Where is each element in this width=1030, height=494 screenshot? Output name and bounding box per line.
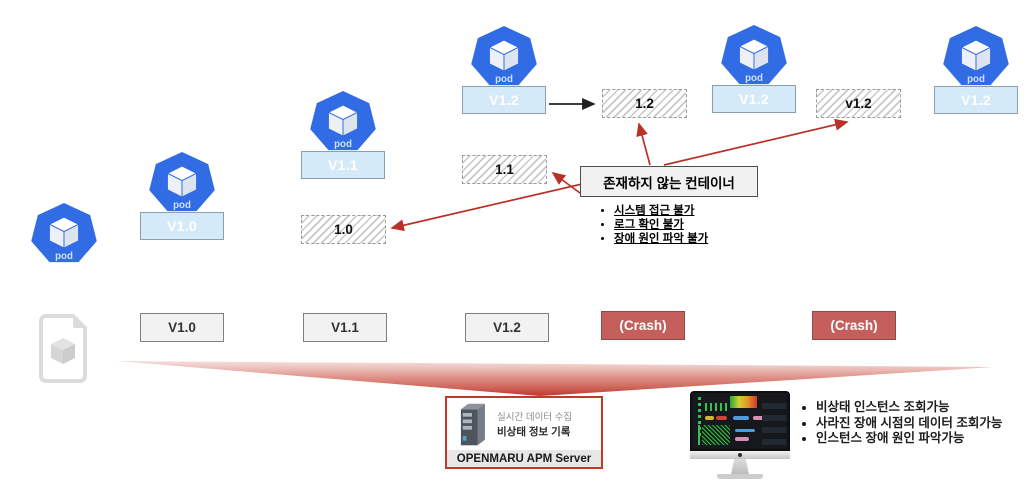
timeline-version-label: V1.1 xyxy=(331,320,359,335)
dashboard-green-dots xyxy=(698,397,701,439)
pod-6: pod V1.2 xyxy=(934,25,1018,114)
dashboard-yellow-pill xyxy=(705,416,714,420)
dashboard-red-pill xyxy=(716,416,727,420)
pod-icon-label: pod xyxy=(334,139,352,150)
callout-bullet-list: 시스템 접근 불가 로그 확인 불가 장애 원인 파악 불가 xyxy=(600,205,708,246)
pod-version-label: V1.0 xyxy=(140,212,224,240)
pod-version-label: V1.2 xyxy=(712,85,796,113)
timeline-version-label: V1.0 xyxy=(168,320,196,335)
apm-body: 실시간 데이터 수집 비상태 정보 기록 xyxy=(447,398,601,450)
ghost-label: 1.1 xyxy=(495,162,514,177)
dashboard-mini-panels xyxy=(762,399,786,445)
kubernetes-pod-icon: pod xyxy=(721,24,787,84)
kubernetes-pod-icon: pod xyxy=(943,25,1009,85)
timeline-version-box-v10: V1.0 xyxy=(140,313,224,342)
ghost-label: v1.2 xyxy=(845,96,872,111)
pod-icon-label: pod xyxy=(495,74,513,85)
monitor-chin xyxy=(690,451,790,459)
monitor-bullet: 인스턴스 장애 원인 파악가능 xyxy=(816,431,1030,447)
kubernetes-pod-icon: pod xyxy=(471,25,537,85)
dashboard-pink-pill xyxy=(753,416,766,420)
timeline-crash-box-2: (Crash) xyxy=(812,311,896,340)
apm-caption-1: 실시간 데이터 수집 xyxy=(497,411,573,423)
pod-icon-label: pod xyxy=(967,74,985,85)
ghost-container-1-1: 1.1 xyxy=(462,155,547,184)
callout-bullet: 로그 확인 불가 xyxy=(614,219,708,233)
apm-title: OPENMARU APM Server xyxy=(447,450,601,467)
monitor-bullet: 사라진 장애 시점의 데이터 조회가능 xyxy=(816,416,1030,432)
callout-title: 존재하지 않는 컨테이너 xyxy=(603,175,735,191)
monitor-stand xyxy=(731,459,749,474)
container-image-file-icon xyxy=(39,314,87,383)
pod-4: pod V1.2 xyxy=(462,25,546,114)
dashboard-heatmap xyxy=(730,396,757,408)
monitor-bullet-list: 비상태 인스턴스 조회가능 사라진 장애 시점의 데이터 조회가능 인스턴스 장… xyxy=(804,400,1030,447)
kubernetes-pod-icon: pod xyxy=(31,202,97,262)
timeline-version-label: V1.2 xyxy=(493,320,521,335)
apm-caption-2: 비상태 정보 기록 xyxy=(497,425,571,438)
arrow-callout-to-ghost10 xyxy=(390,183,583,232)
openmaru-apm-server-box: 실시간 데이터 수집 비상태 정보 기록 OPENMARU APM Server xyxy=(445,396,603,469)
timeline-crash-box-1: (Crash) xyxy=(601,311,685,340)
timeline-version-box-v11: V1.1 xyxy=(303,313,387,342)
kubernetes-pod-icon: pod xyxy=(149,151,215,211)
server-icon xyxy=(460,403,485,446)
ghost-container-1-0: 1.0 xyxy=(301,215,386,244)
monitor-bullet: 비상태 인스턴스 조회가능 xyxy=(816,400,1030,416)
missing-container-callout: 존재하지 않는 컨테이너 xyxy=(580,166,758,197)
ghost-label: 1.0 xyxy=(334,222,353,237)
timeline-crash-label: (Crash) xyxy=(619,318,667,333)
pod-5: pod V1.2 xyxy=(712,24,796,113)
ghost-label: 1.2 xyxy=(635,96,654,111)
dashboard-blue-line xyxy=(735,429,755,432)
dashboard-scatter xyxy=(702,425,730,445)
pod-version-label: V1.2 xyxy=(462,86,546,114)
timeline-version-box-v12: V1.2 xyxy=(465,313,549,342)
ghost-container-v1-2: v1.2 xyxy=(816,89,901,118)
timeline-crash-label: (Crash) xyxy=(830,318,878,333)
apm-dashboard-monitor xyxy=(690,391,790,479)
pod-icon-label: pod xyxy=(173,200,191,211)
pod-1: pod xyxy=(22,202,106,266)
pod-version-label: V1.2 xyxy=(934,86,1018,114)
apm-captions: 실시간 데이터 수집 비상태 정보 기록 xyxy=(497,411,572,440)
dashboard-pink-pill-2 xyxy=(735,437,749,441)
arrow-callout-to-ghostv12 xyxy=(663,118,849,166)
dashboard-green-bars xyxy=(705,403,727,411)
ghost-container-1-2: 1.2 xyxy=(602,89,687,118)
monitor-base xyxy=(717,474,763,479)
dashboard-blue-pill xyxy=(733,416,749,420)
pod-icon-label: pod xyxy=(55,251,73,262)
arrow-callout-to-ghost12 xyxy=(636,122,651,166)
pod-3: pod V1.1 xyxy=(301,90,385,179)
pod-version-label: V1.1 xyxy=(301,151,385,179)
kubernetes-pod-icon: pod xyxy=(310,90,376,150)
callout-bullet: 시스템 접근 불가 xyxy=(614,205,708,219)
pod-2: pod V1.0 xyxy=(140,151,224,240)
pod-icon-label: pod xyxy=(745,73,763,84)
monitor-screen xyxy=(690,391,790,451)
dashboard-green-bar xyxy=(698,425,700,445)
red-funnel xyxy=(116,361,994,396)
callout-bullet: 장애 원인 파악 불가 xyxy=(614,233,708,247)
